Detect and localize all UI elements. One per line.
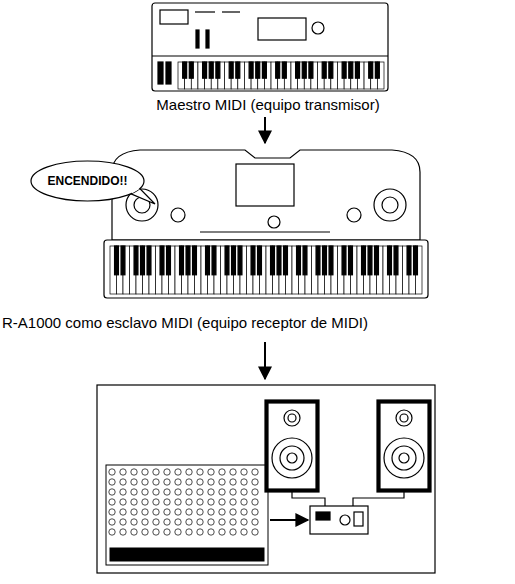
flow-arrow [264, 117, 266, 143]
flow-arrow [264, 342, 266, 379]
mixer [106, 465, 268, 565]
keyboard-instrument [104, 150, 428, 298]
speech-bubble: ENCENDIDO!! [30, 160, 145, 202]
signal-arrow [270, 519, 308, 521]
speaker [265, 400, 319, 492]
synthesizer [152, 3, 388, 91]
equipment-frame [97, 385, 435, 573]
speaker [377, 400, 431, 492]
amplifier [292, 492, 404, 534]
caption-label: Maestro MIDI (equipo transmisor) [156, 96, 379, 113]
bubble-text: ENCENDIDO!! [48, 174, 128, 188]
caption-label: R-A1000 como esclavo MIDI (equipo recept… [2, 314, 368, 331]
